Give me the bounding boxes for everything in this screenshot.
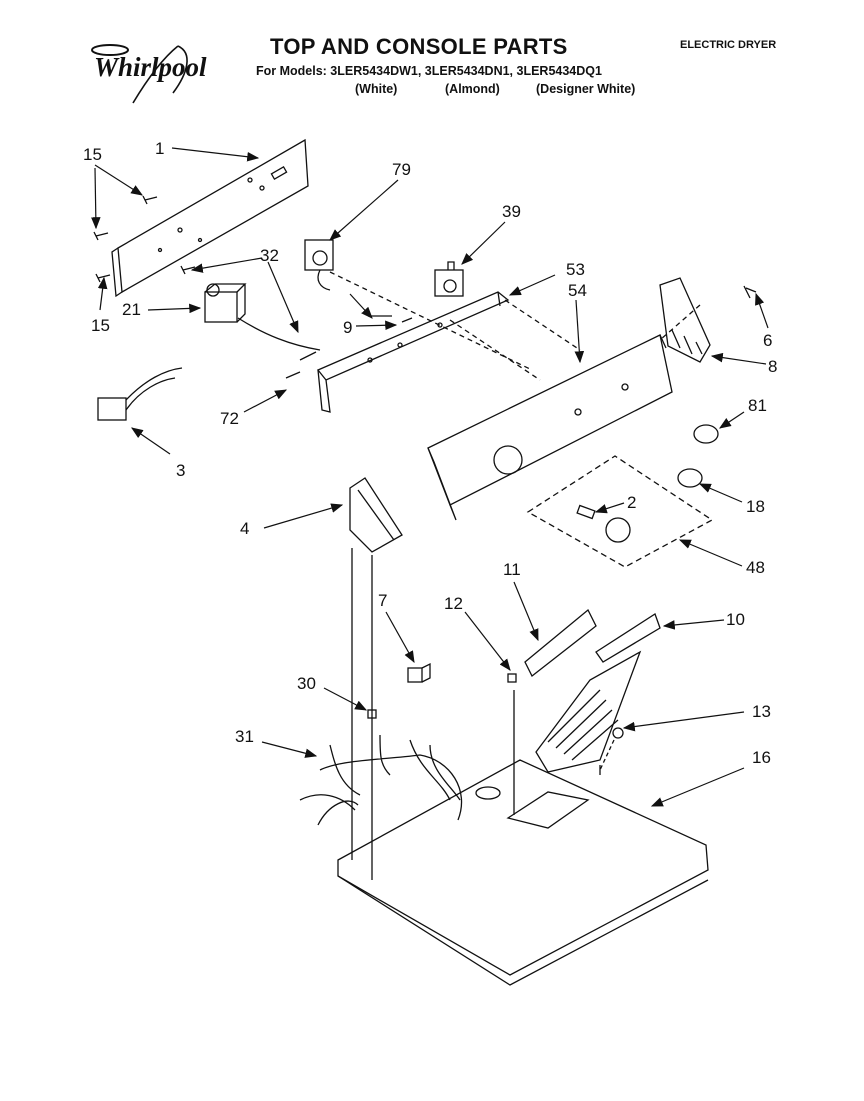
variant-designer-white: (Designer White) bbox=[536, 82, 636, 96]
switch-39-part bbox=[434, 269, 464, 297]
whirlpool-logo: Whirlpool bbox=[78, 38, 218, 108]
thermostat-part bbox=[304, 239, 334, 271]
callout-32: 32 bbox=[260, 246, 279, 265]
clip-part bbox=[407, 667, 423, 683]
callout-79: 79 bbox=[392, 160, 411, 179]
callout-16: 16 bbox=[752, 748, 771, 767]
screw-part bbox=[142, 195, 158, 205]
callout-8: 8 bbox=[768, 357, 778, 376]
callout-72: 72 bbox=[220, 409, 239, 428]
duct-part bbox=[595, 613, 661, 663]
end-cap-part bbox=[659, 277, 711, 363]
callout-12: 12 bbox=[444, 594, 463, 613]
callout-9: 9 bbox=[343, 318, 353, 337]
models-line: For Models: 3LER5434DW1, 3LER5434DN1, 3L… bbox=[256, 64, 602, 78]
callout-39: 39 bbox=[502, 202, 521, 221]
screw-part bbox=[93, 231, 109, 241]
callout-11: 11 bbox=[503, 560, 521, 579]
callout-13: 13 bbox=[752, 702, 771, 721]
top-panel-part bbox=[337, 759, 709, 976]
connector-part bbox=[97, 397, 127, 421]
switch-part bbox=[204, 291, 238, 323]
brand-name: Whirlpool bbox=[94, 52, 207, 82]
leader-lines bbox=[91, 147, 769, 807]
callout-48: 48 bbox=[746, 558, 765, 577]
wire-harness-part bbox=[237, 317, 321, 379]
callout-54: 54 bbox=[568, 281, 587, 300]
callout-7: 7 bbox=[378, 591, 388, 610]
page-title: TOP AND CONSOLE PARTS bbox=[270, 34, 568, 59]
callout-15: 15 bbox=[83, 145, 102, 164]
callout-6: 6 bbox=[763, 331, 773, 350]
callout-4: 4 bbox=[240, 519, 250, 538]
callout-81: 81 bbox=[748, 396, 767, 415]
lint-cover-part bbox=[524, 608, 597, 678]
main-wiring-harness-part bbox=[299, 734, 463, 826]
knob-48-part bbox=[605, 517, 631, 543]
lint-screen-part bbox=[535, 650, 642, 773]
callout-1: 1 bbox=[155, 139, 165, 158]
back-panel-part bbox=[117, 138, 309, 294]
knob-assembly-outline bbox=[526, 455, 714, 568]
console-part bbox=[427, 334, 673, 506]
callout-18: 18 bbox=[746, 497, 765, 516]
callout-15b: 15 bbox=[91, 316, 110, 335]
variant-almond: (Almond) bbox=[445, 82, 500, 96]
side-cap-part bbox=[349, 477, 403, 553]
callout-2: 2 bbox=[627, 493, 637, 512]
callout-21: 21 bbox=[122, 300, 141, 319]
knob-81-part bbox=[693, 424, 719, 444]
knob-18-part bbox=[677, 468, 703, 488]
variant-white: (White) bbox=[355, 82, 398, 96]
callout-10: 10 bbox=[726, 610, 745, 629]
callout-3: 3 bbox=[176, 461, 186, 480]
callout-31: 31 bbox=[235, 727, 254, 746]
bracket-part bbox=[316, 291, 510, 381]
logo-swirl-icon bbox=[91, 44, 188, 104]
document-type: ELECTRIC DRYER bbox=[680, 39, 777, 51]
callout-53: 53 bbox=[566, 260, 585, 279]
screw-part bbox=[95, 273, 111, 283]
callout-30: 30 bbox=[297, 674, 316, 693]
